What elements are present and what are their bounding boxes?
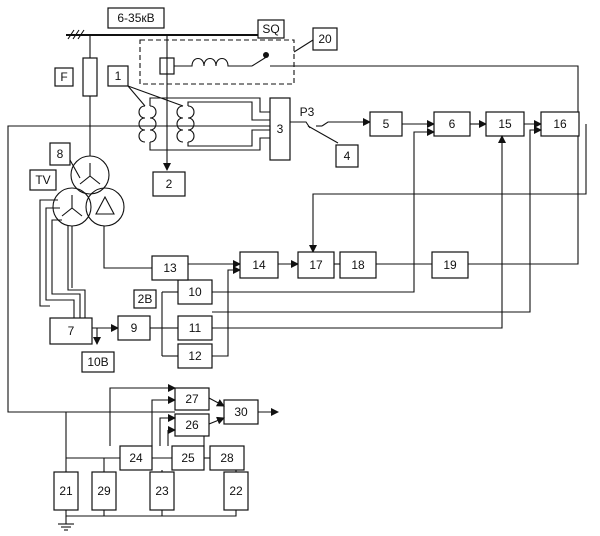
svg-text:25: 25 xyxy=(181,451,195,465)
svg-text:F: F xyxy=(60,70,67,84)
fuse xyxy=(82,35,98,156)
svg-text:5: 5 xyxy=(383,117,390,131)
svg-text:22: 22 xyxy=(229,484,243,498)
block-20: 20 xyxy=(312,27,338,51)
svg-text:3: 3 xyxy=(277,122,284,136)
svg-text:9: 9 xyxy=(131,321,138,335)
block-26: 26 xyxy=(174,413,210,437)
block-11: 11 xyxy=(177,315,213,341)
svg-text:18: 18 xyxy=(351,258,365,272)
vt-label: TV xyxy=(29,169,57,191)
current-transformers xyxy=(138,105,195,143)
block-7: 7 xyxy=(49,317,93,345)
block-24: 24 xyxy=(119,445,153,471)
svg-text:8: 8 xyxy=(57,147,64,161)
block-17: 17 xyxy=(297,251,335,279)
svg-text:10: 10 xyxy=(188,285,202,299)
svg-text:26: 26 xyxy=(185,418,199,432)
svg-text:11: 11 xyxy=(189,321,202,335)
svg-text:4: 4 xyxy=(344,149,351,163)
svg-text:23: 23 xyxy=(155,484,169,498)
block-10v: 10В xyxy=(81,351,115,373)
block-18: 18 xyxy=(339,251,377,279)
ground-symbol xyxy=(58,516,74,531)
block-1: 1 xyxy=(107,65,129,87)
svg-text:10В: 10В xyxy=(87,355,108,369)
svg-text:15: 15 xyxy=(498,117,512,131)
block-16: 16 xyxy=(540,111,580,137)
block-9: 9 xyxy=(117,315,151,341)
block-25: 25 xyxy=(171,445,205,471)
busbar xyxy=(66,29,265,40)
block-28: 28 xyxy=(209,445,245,471)
svg-text:27: 27 xyxy=(185,392,199,406)
switch-sq xyxy=(139,39,300,85)
svg-text:21: 21 xyxy=(59,484,73,498)
block-27: 27 xyxy=(174,387,210,411)
block-19: 19 xyxy=(431,251,469,279)
svg-text:7: 7 xyxy=(68,324,75,338)
fuse-label: F xyxy=(54,67,74,87)
svg-text:19: 19 xyxy=(443,258,457,272)
block-8: 8 xyxy=(49,142,71,166)
block-3: 3 xyxy=(269,97,291,161)
svg-text:14: 14 xyxy=(252,258,266,272)
block-6: 6 xyxy=(433,111,471,137)
svg-text:2: 2 xyxy=(166,177,173,191)
block-22: 22 xyxy=(223,471,249,511)
svg-text:6-35кВ: 6-35кВ xyxy=(117,11,154,25)
block-14: 14 xyxy=(239,251,279,279)
svg-text:16: 16 xyxy=(553,117,567,131)
block-2: 2 xyxy=(152,171,186,197)
svg-text:1: 1 xyxy=(115,69,122,83)
svg-text:28: 28 xyxy=(220,451,234,465)
relay-label: Р3 xyxy=(300,105,315,119)
switch-sq-label: SQ xyxy=(257,19,285,39)
busbar-voltage-label: 6-35кВ xyxy=(107,7,165,29)
svg-text:2В: 2В xyxy=(138,292,153,306)
svg-text:17: 17 xyxy=(309,258,323,272)
svg-text:SQ: SQ xyxy=(262,22,279,36)
svg-text:30: 30 xyxy=(234,405,248,419)
block-4: 4 xyxy=(335,144,359,168)
svg-text:13: 13 xyxy=(163,261,177,275)
block-2v: 2В xyxy=(133,289,157,309)
svg-text:12: 12 xyxy=(188,349,202,363)
block-5: 5 xyxy=(369,111,403,137)
svg-text:24: 24 xyxy=(129,451,143,465)
svg-text:TV: TV xyxy=(35,173,50,187)
svg-text:6: 6 xyxy=(449,117,456,131)
block-15: 15 xyxy=(485,111,525,137)
voltage-transformer xyxy=(52,155,125,227)
block-13: 13 xyxy=(151,255,189,281)
block-12: 12 xyxy=(177,343,213,369)
block-21: 21 xyxy=(53,471,79,511)
block-29: 29 xyxy=(91,471,117,511)
svg-text:20: 20 xyxy=(318,32,332,46)
svg-text:29: 29 xyxy=(97,484,111,498)
block-23: 23 xyxy=(149,471,175,511)
block-10: 10 xyxy=(177,279,213,305)
block-30: 30 xyxy=(223,399,259,425)
